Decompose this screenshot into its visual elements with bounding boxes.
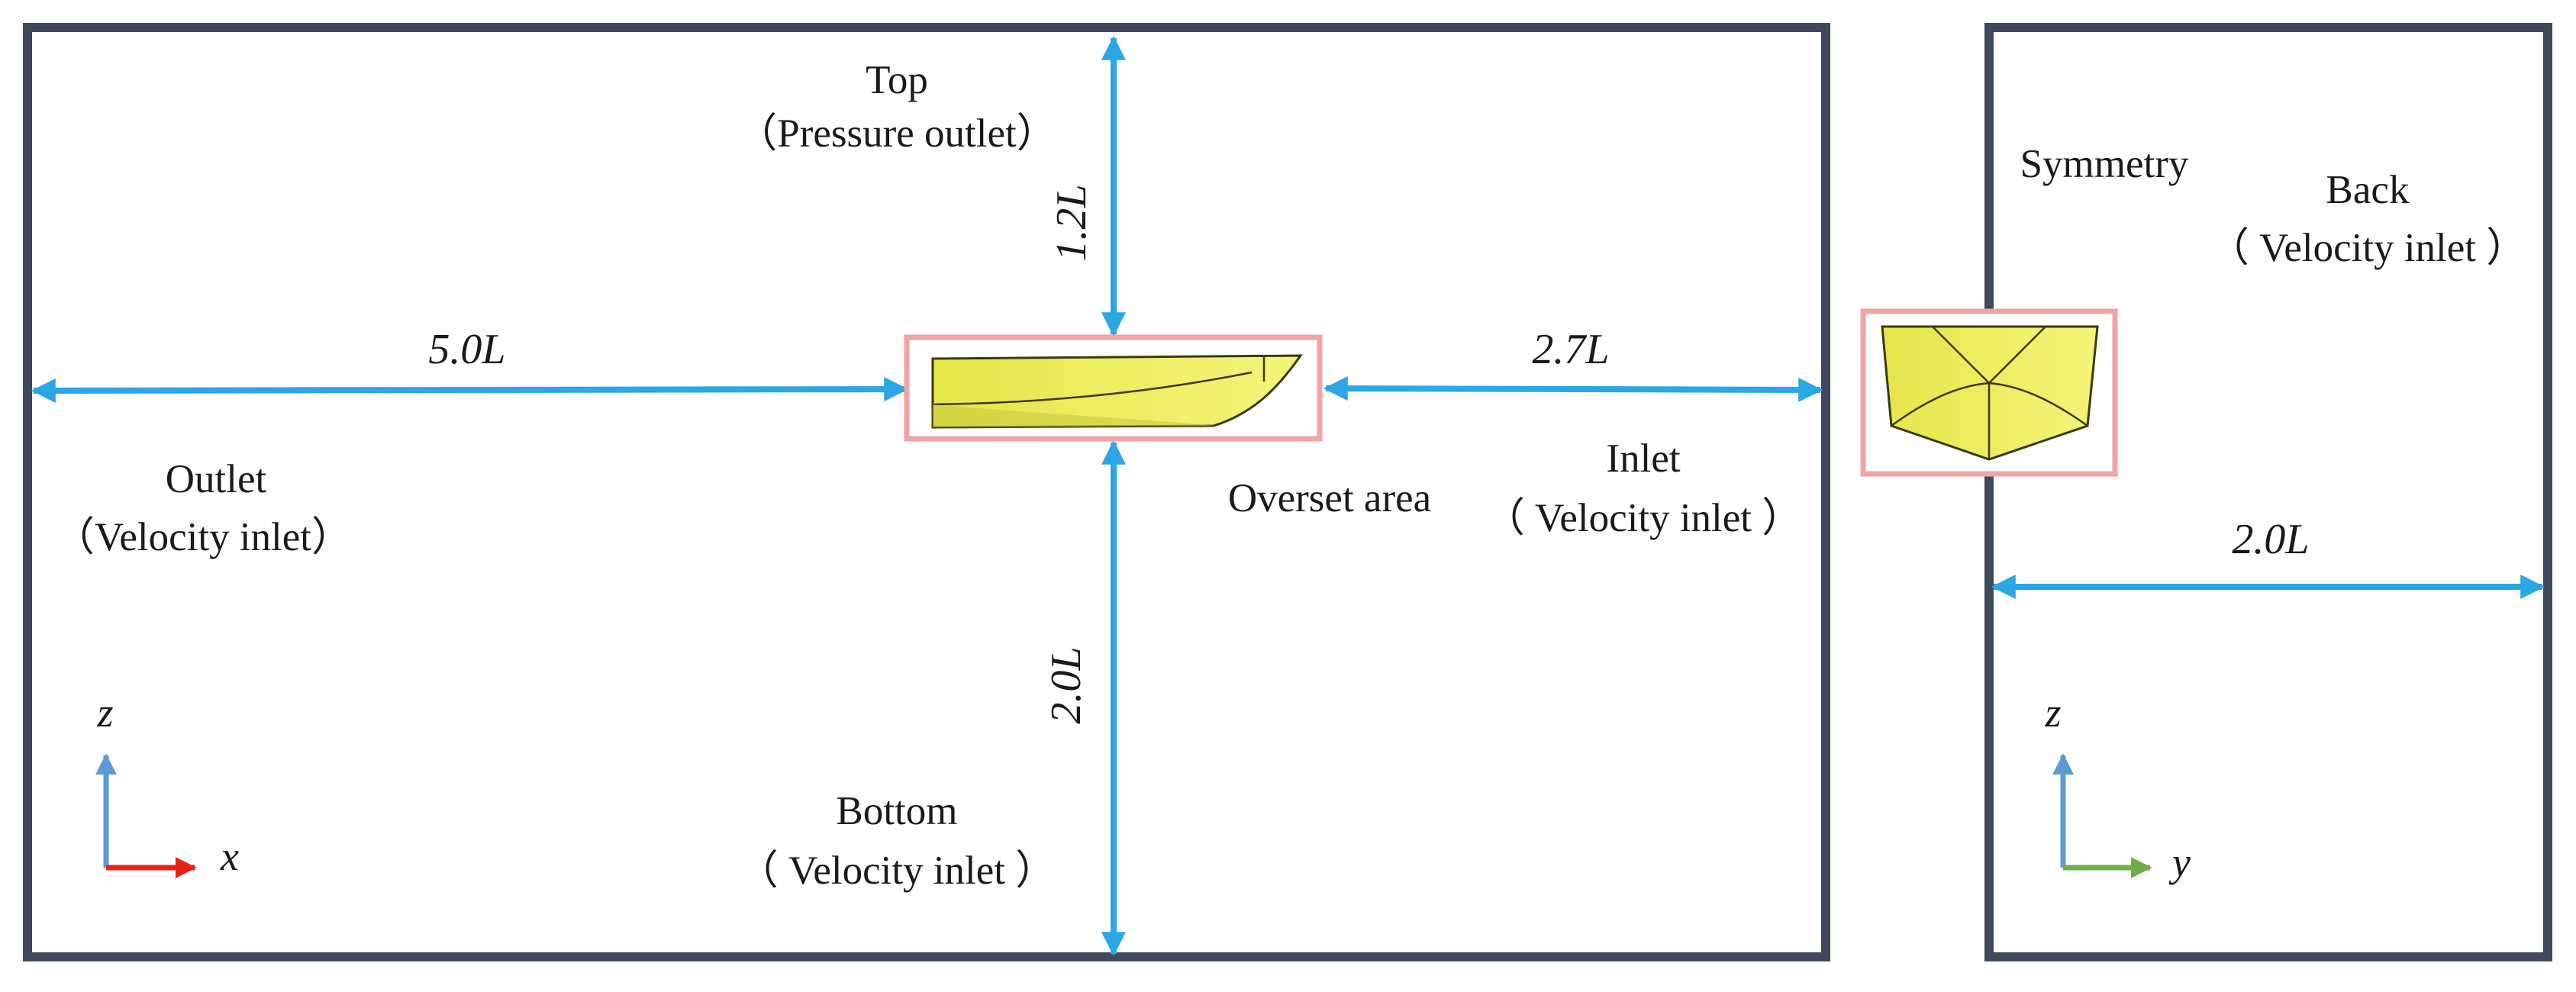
top-boundary-label: Top bbox=[866, 58, 928, 102]
z-axis-label: z bbox=[2044, 690, 2061, 736]
back-boundary-type: （ Velocity inlet ） bbox=[2209, 226, 2527, 270]
overset-region-box bbox=[904, 334, 1323, 442]
inlet-boundary-type: （ Velocity inlet ） bbox=[1485, 496, 1803, 540]
side-view-axis-triad: z x bbox=[95, 690, 239, 879]
bottom-dimension-label: 2.0L bbox=[1043, 646, 1090, 723]
bottom-boundary-type: （ Velocity inlet ） bbox=[738, 849, 1056, 893]
y-axis-label: y bbox=[2168, 839, 2191, 885]
z-axis-label: z bbox=[96, 690, 113, 736]
outlet-boundary-type: （Velocity inlet） bbox=[54, 515, 352, 559]
inlet-dimension-arrow bbox=[1323, 376, 1823, 402]
top-boundary-type: （Pressure outlet） bbox=[737, 111, 1057, 156]
inlet-boundary-label: Inlet bbox=[1606, 436, 1680, 481]
symmetry-plane-label: Symmetry bbox=[2020, 142, 2189, 186]
hull-side-profile bbox=[931, 354, 1303, 429]
x-axis-label: x bbox=[220, 833, 239, 879]
front-view-axis-triad: z y bbox=[2044, 690, 2191, 885]
front-view-domain-frame bbox=[1984, 23, 2552, 961]
side-view-domain-frame bbox=[23, 23, 1830, 961]
outlet-dimension-label: 5.0L bbox=[428, 326, 505, 373]
inlet-dimension-label: 2.7L bbox=[1532, 326, 1609, 373]
overset-area-label: Overset area bbox=[1228, 476, 1431, 520]
outlet-dimension-arrow bbox=[31, 377, 909, 403]
front-overset-region-box bbox=[1860, 308, 2118, 477]
hull-front-section bbox=[1881, 325, 2099, 461]
back-boundary-label: Back bbox=[2326, 168, 2410, 212]
front-width-dimension-label: 2.0L bbox=[2232, 516, 2309, 563]
top-dimension-label: 1.2L bbox=[1048, 184, 1095, 261]
bottom-boundary-label: Bottom bbox=[836, 789, 957, 833]
outlet-boundary-label: Outlet bbox=[166, 457, 267, 501]
